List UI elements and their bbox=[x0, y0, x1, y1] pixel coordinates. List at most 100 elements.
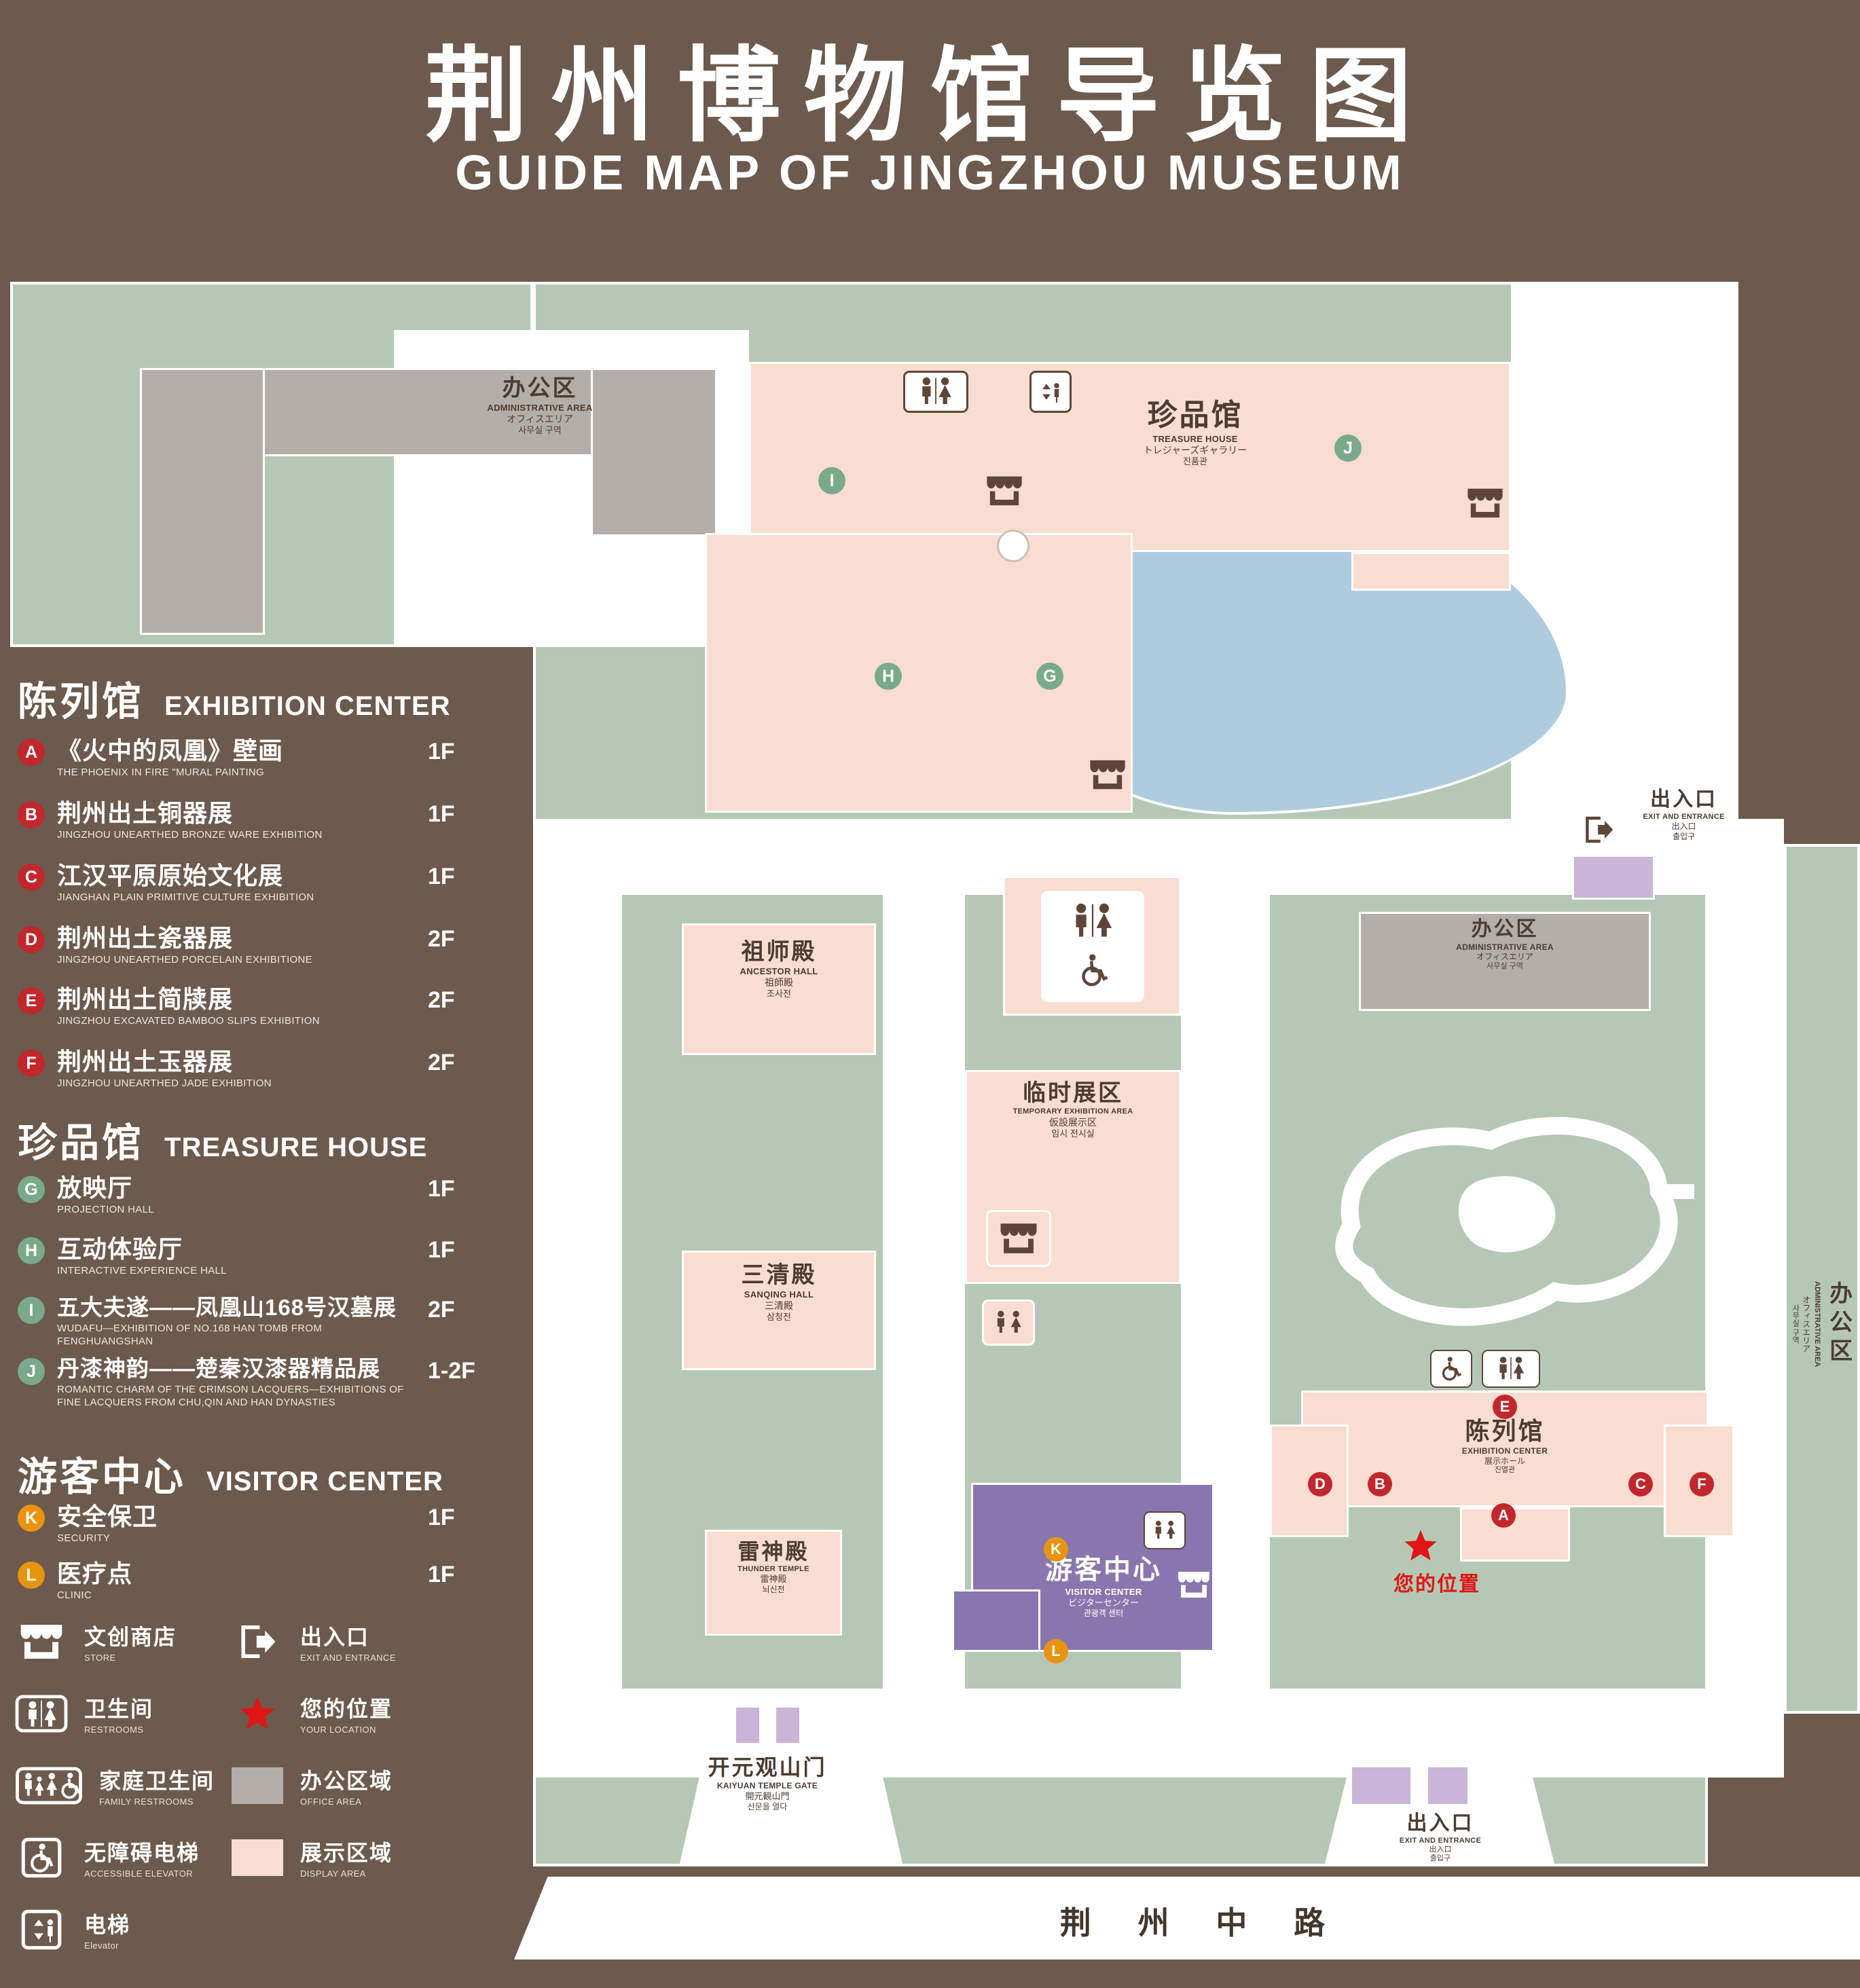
admin-mid-label: 办公区 ADMINISTRATIVE AREA オフィスエリア 사무실 구역 bbox=[1456, 918, 1554, 970]
south-exit-block-east bbox=[1426, 1765, 1470, 1806]
visitor-center-building-step bbox=[952, 1589, 1040, 1652]
visitor-center-label: 游客中心 VISITOR CENTER ビジターセンター 관광객 센터 bbox=[1045, 1555, 1162, 1618]
your-location-label: 您的位置 bbox=[1393, 1573, 1480, 1596]
store-icon bbox=[15, 1621, 68, 1663]
east-exit-block bbox=[1572, 855, 1655, 900]
thunder-temple-building bbox=[705, 1530, 842, 1636]
restroom-icon bbox=[1054, 900, 1131, 942]
path-right-gap bbox=[1708, 819, 1784, 1778]
map-marker-h: H bbox=[875, 663, 902, 690]
map-marker-i: I bbox=[818, 467, 845, 494]
store-icon bbox=[1176, 1570, 1211, 1600]
wheelchair-icon bbox=[1076, 951, 1112, 990]
map-marker-j: J bbox=[1334, 435, 1362, 462]
your-location-star-icon bbox=[1403, 1529, 1438, 1563]
path-vertical-center-1 bbox=[883, 895, 965, 1778]
ancestor-hall-building bbox=[682, 923, 876, 1055]
restroom-icon bbox=[15, 1693, 68, 1735]
admin-top-left-wing-west bbox=[140, 368, 265, 635]
store-icon bbox=[986, 1210, 1051, 1267]
road bbox=[514, 1877, 1860, 1959]
elevator-icon bbox=[1029, 371, 1072, 413]
map-marker-g: G bbox=[1036, 663, 1063, 690]
temporary-exhibition-label: 临时展区 TEMPORARY EXHIBITION AREA 仮設展示区 임시 … bbox=[1013, 1080, 1133, 1139]
gate-pillar-west bbox=[734, 1706, 761, 1745]
map-marker-d: D bbox=[1308, 1472, 1332, 1496]
sanqing-hall-label: 三清殿 SANQING HALL 三清殿 삼청전 bbox=[741, 1262, 817, 1323]
fountain bbox=[997, 530, 1029, 562]
family-restroom-icon bbox=[15, 1765, 83, 1807]
admin-top-left-label: 办公区 ADMINISTRATIVE AREA オフィスエリア 사무실 구역 bbox=[487, 375, 593, 436]
page-subtitle: GUIDE MAP OF JINGZHOU MUSEUM bbox=[455, 146, 1405, 200]
restroom-icon bbox=[982, 1300, 1035, 1346]
treasure-house-building-top bbox=[749, 362, 1511, 552]
treasure-house-building-wing bbox=[705, 533, 1133, 813]
map-marker-c: C bbox=[1628, 1472, 1653, 1496]
store-icon bbox=[1465, 486, 1505, 520]
admin-top-left-wing-east bbox=[591, 368, 717, 536]
restroom-icon bbox=[903, 371, 968, 413]
exit-icon bbox=[231, 1621, 284, 1663]
south-exit-block-west bbox=[1350, 1765, 1412, 1806]
garden-paths bbox=[1335, 1117, 1694, 1326]
road-label: 荆 州 中 路 bbox=[1059, 1905, 1345, 1940]
map-marker-a: A bbox=[1491, 1503, 1516, 1528]
accessible-elevator-icon bbox=[1430, 1350, 1472, 1388]
office-area-swatch bbox=[231, 1765, 284, 1807]
gate-pillar-east bbox=[774, 1706, 801, 1745]
path-vertical-left bbox=[533, 819, 622, 1778]
grounds-right-strip bbox=[1784, 844, 1860, 1714]
map-marker-b: B bbox=[1368, 1472, 1392, 1496]
south-exit-label: 出入口 EXIT AND ENTRANCE 出入口 출입구 bbox=[1399, 1812, 1482, 1863]
exit-icon bbox=[1582, 813, 1615, 846]
map-marker-k: K bbox=[1044, 1537, 1068, 1562]
map-marker-e: E bbox=[1493, 1395, 1517, 1419]
treasure-house-building-step bbox=[1351, 552, 1511, 591]
elevator-icon bbox=[15, 1909, 68, 1951]
sanqing-hall-building bbox=[682, 1251, 876, 1370]
gate-label: 开元观山门 KAIYUAN TEMPLE GATE 開元観山門 산문을 열다 bbox=[708, 1755, 827, 1811]
admin-mid-building bbox=[1359, 912, 1651, 1011]
plaza-top-right bbox=[1511, 282, 1738, 819]
store-icon bbox=[985, 474, 1024, 508]
location-star-icon bbox=[231, 1693, 284, 1735]
restroom-icon bbox=[1482, 1350, 1540, 1388]
exhibition-center-wing-east bbox=[1664, 1424, 1734, 1537]
display-area-swatch bbox=[231, 1837, 284, 1879]
treasure-house-label: 珍品馆 TREASURE HOUSE トレジャーズギャラリー 진품관 bbox=[1143, 399, 1247, 466]
ancestor-hall-label: 祖师殿 ANCESTOR HALL 祖師殿 조사전 bbox=[740, 939, 818, 999]
page-title: 荆州博物馆导览图 bbox=[424, 39, 1436, 154]
map-marker-f: F bbox=[1690, 1472, 1714, 1496]
map-marker-l: L bbox=[1044, 1639, 1068, 1663]
restroom-icon bbox=[1144, 1511, 1186, 1549]
accessible-elevator-icon bbox=[15, 1837, 68, 1879]
exhibition-center-label: 陈列馆 EXHIBITION CENTER 展示ホール 진열관 bbox=[1461, 1417, 1548, 1475]
store-icon bbox=[1088, 758, 1127, 792]
east-exit-label: 出入口 EXIT AND ENTRANCE 出入口 출입구 bbox=[1643, 788, 1725, 841]
admin-right-label: 办公区 ADMINISTRATIVE AREA オフィスエリア 사무실 구역 bbox=[1791, 1281, 1852, 1367]
